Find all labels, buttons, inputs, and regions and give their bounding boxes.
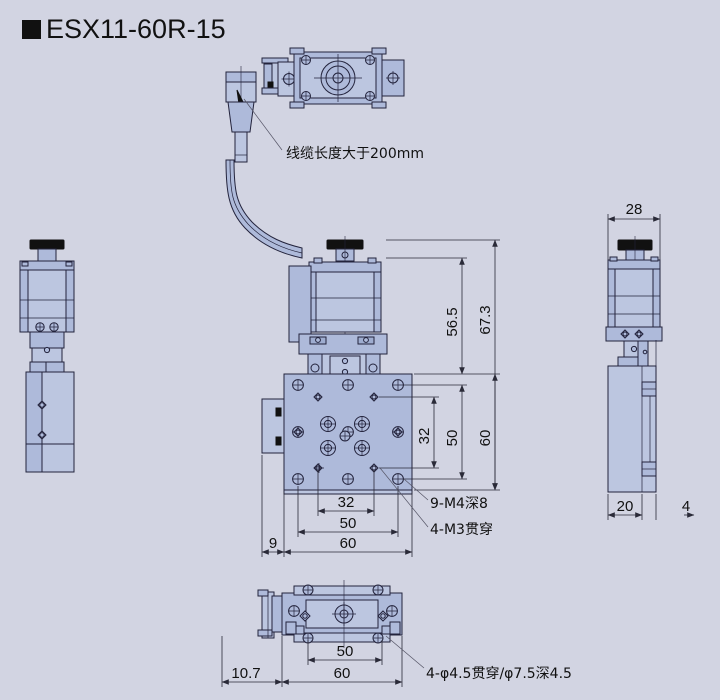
dim-h-60: 60: [283, 492, 413, 557]
svg-text:50: 50: [340, 515, 357, 532]
svg-text:60: 60: [477, 430, 494, 447]
right-side-view: 28: [605, 201, 695, 520]
svg-text:60: 60: [340, 535, 357, 552]
dim-v-32: 32: [379, 396, 439, 469]
tap-note-m4: 9-M4深8: [403, 478, 488, 512]
svg-text:28: 28: [626, 201, 643, 218]
hole-note-bottom: 4-φ4.5贯穿/φ7.5深4.5: [385, 635, 572, 682]
dim-v-60: 60: [477, 373, 498, 491]
dim-b-60: 60: [281, 636, 403, 687]
svg-text:10.7: 10.7: [231, 665, 260, 682]
dim-9: 9: [261, 455, 285, 557]
bottom-view: 50 60 10.7 4-φ4.5贯穿/φ7.5深4.5: [221, 580, 572, 687]
dim-v-50: 50: [403, 384, 467, 480]
square-bullet-icon: [22, 20, 41, 39]
dim-28: 28: [607, 201, 661, 260]
svg-text:4: 4: [682, 498, 690, 515]
connector-detail-view: 线缆长度大于200mm: [225, 47, 424, 259]
svg-text:32: 32: [338, 494, 355, 511]
svg-text:9-M4深8: 9-M4深8: [430, 496, 488, 512]
svg-text:4-φ4.5贯穿/φ7.5深4.5: 4-φ4.5贯穿/φ7.5深4.5: [426, 666, 572, 682]
tap-note-m3: 4-M3贯穿: [379, 467, 493, 538]
svg-text:60: 60: [334, 665, 351, 682]
dim-b-50: 50: [307, 640, 383, 665]
svg-text:4-M3贯穿: 4-M3贯穿: [430, 522, 493, 538]
dim-56-5: 56.5: [386, 257, 467, 375]
svg-text:9: 9: [269, 535, 277, 552]
dim-20: 20: [607, 494, 643, 520]
dim-4: 4: [655, 494, 695, 520]
cable-note-text: 线缆长度大于200mm: [286, 146, 424, 162]
part-number-label: ESX11-60R-15: [46, 14, 226, 44]
svg-text:67.3: 67.3: [477, 305, 494, 334]
svg-text:50: 50: [337, 643, 354, 660]
svg-text:20: 20: [617, 498, 634, 515]
dim-10-7: 10.7: [221, 636, 283, 687]
page-title: ESX11-60R-15: [22, 14, 226, 45]
counterbore-hole-pattern: [302, 584, 384, 644]
center-bolt-cluster: [320, 416, 370, 456]
dim-h-32: 32: [317, 470, 375, 516]
svg-text:50: 50: [444, 430, 461, 447]
dim-h-50: 50: [297, 486, 399, 537]
left-side-view: [19, 239, 75, 473]
svg-text:32: 32: [416, 428, 433, 445]
front-view: 67.3 56.5 60 50: [261, 236, 500, 557]
svg-text:56.5: 56.5: [444, 307, 461, 336]
